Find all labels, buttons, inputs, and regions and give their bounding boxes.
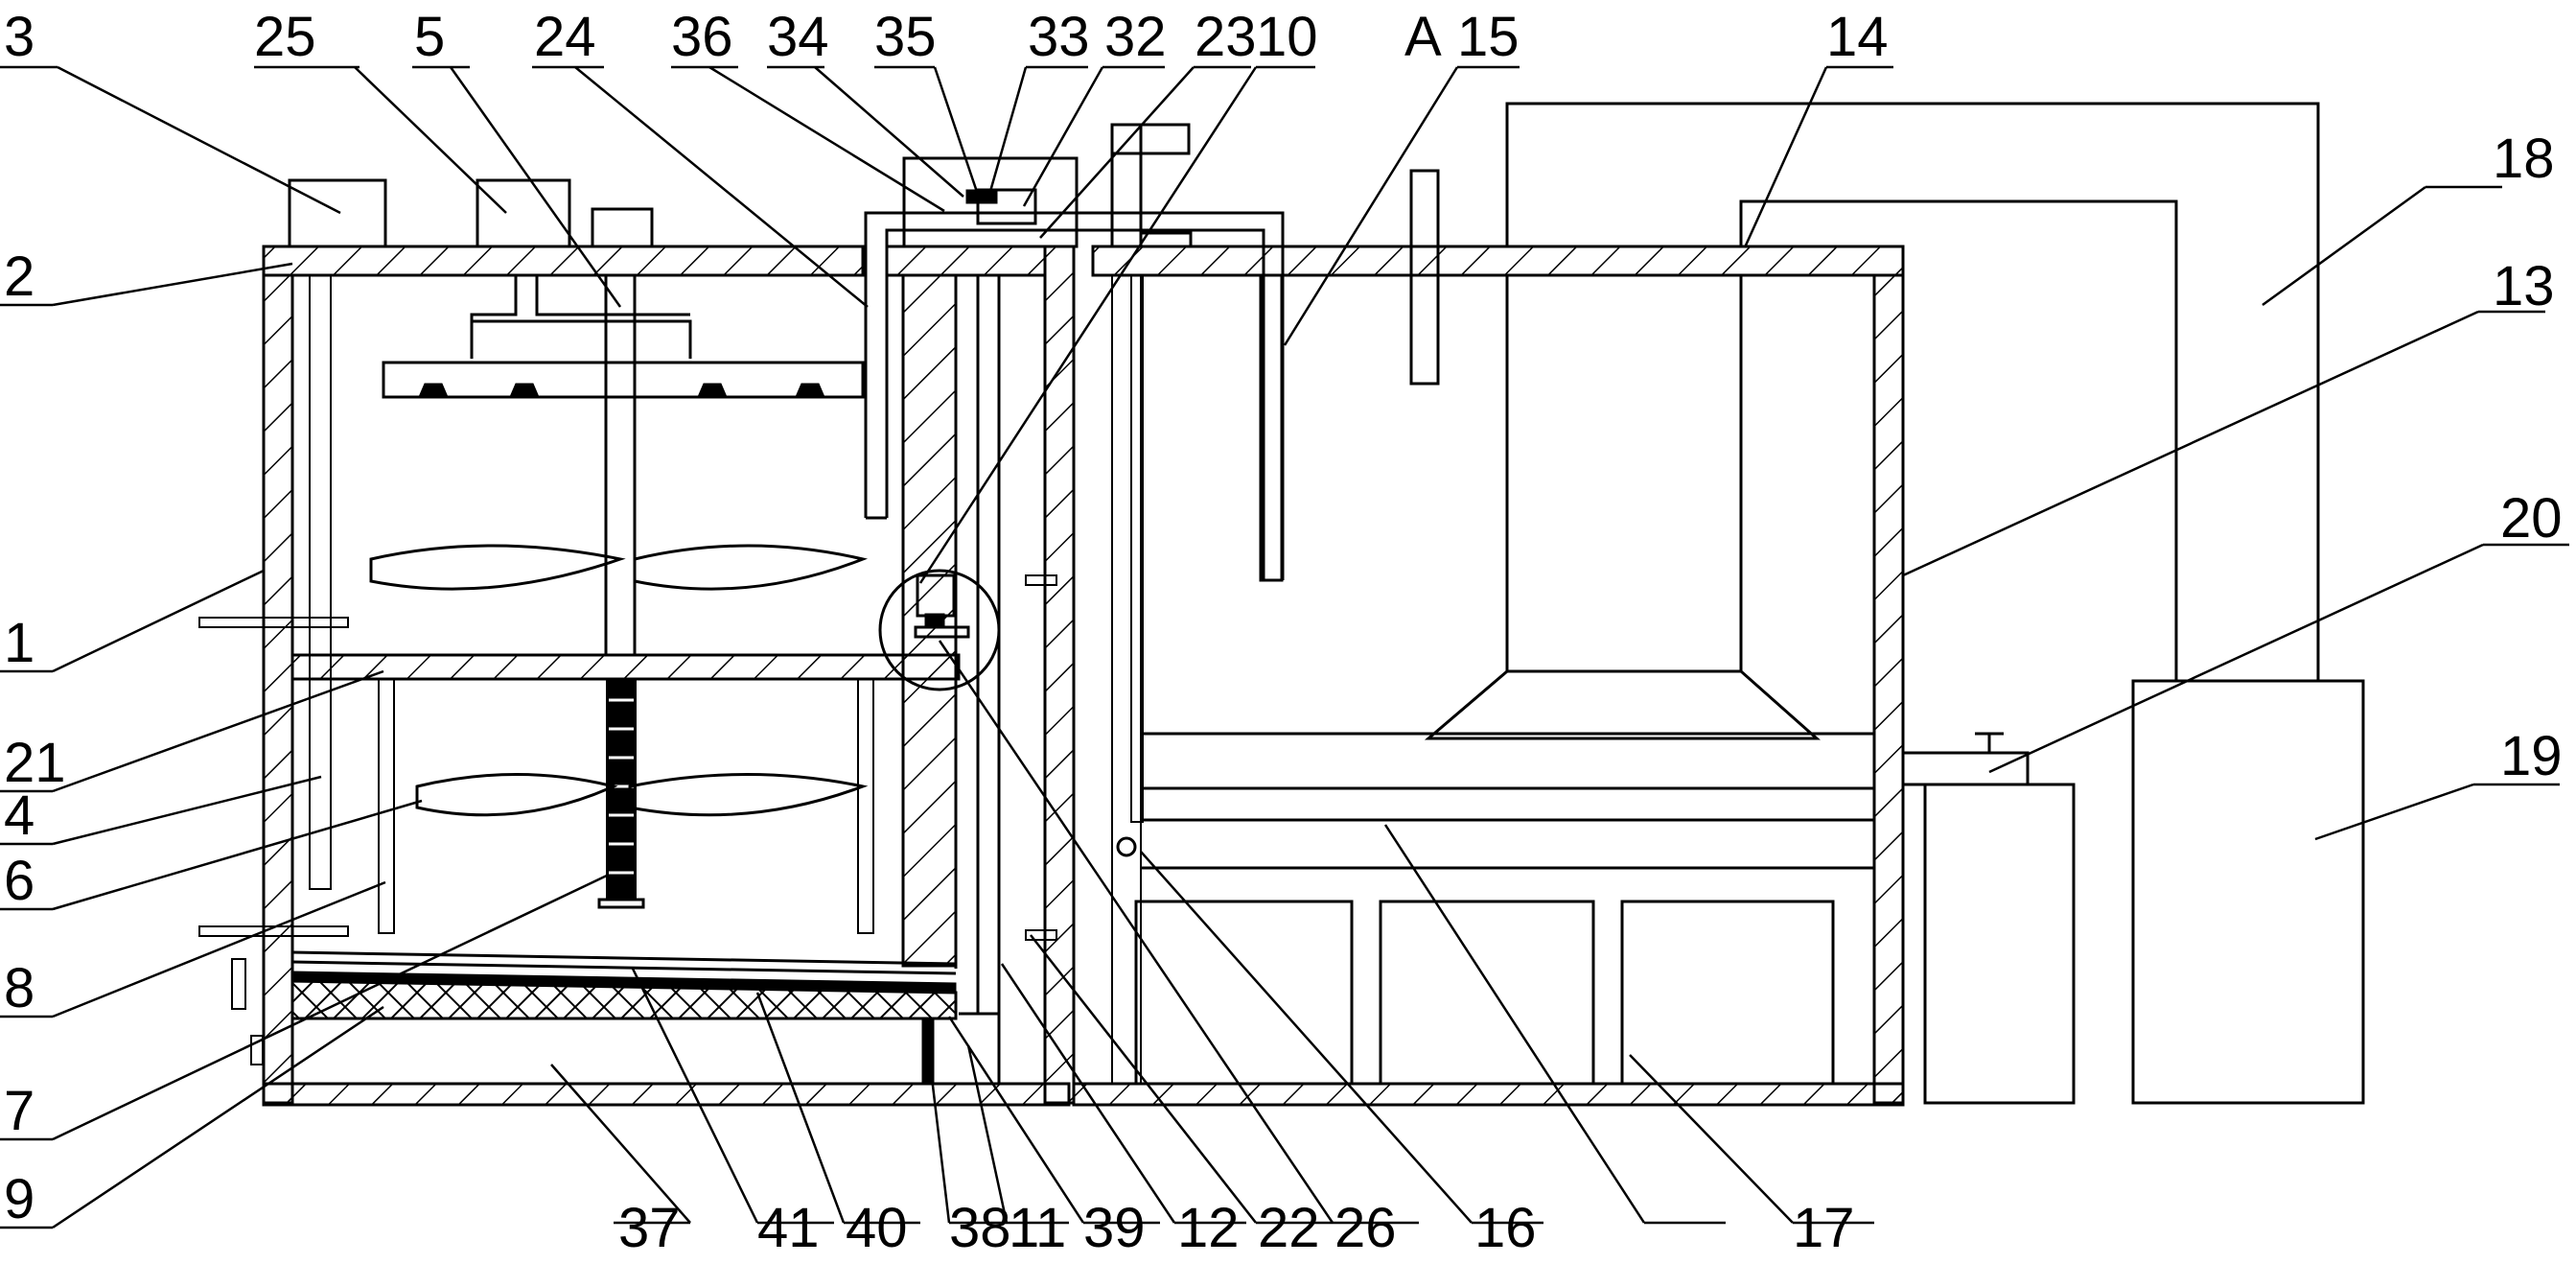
label-23: 23 <box>1195 6 1257 68</box>
lower-blade-right <box>628 773 869 817</box>
label-34: 34 <box>767 6 829 68</box>
motor-box <box>902 156 1079 248</box>
upper-blade-left <box>369 544 626 591</box>
right-tank-wall <box>1872 273 1905 1105</box>
collection-box-3 <box>1620 900 1835 1086</box>
label-21: 21 <box>4 732 66 794</box>
label-35: 35 <box>874 6 937 68</box>
label-14: 14 <box>1826 6 1889 68</box>
channel-wall <box>1043 245 1076 1105</box>
label-41: 41 <box>757 1197 820 1259</box>
label-3: 3 <box>4 6 35 68</box>
left-tank <box>198 178 1076 1107</box>
label-33: 33 <box>1028 6 1090 68</box>
collection-box-2 <box>1379 900 1595 1086</box>
pipe-8 <box>378 678 395 934</box>
label-1: 1 <box>4 612 35 674</box>
box-small <box>591 207 654 248</box>
label-12: 12 <box>1177 1197 1240 1259</box>
label-18: 18 <box>2493 128 2555 190</box>
box-3 <box>288 178 387 248</box>
label-13: 13 <box>2493 255 2555 317</box>
label-8: 8 <box>4 957 35 1019</box>
label-16: 16 <box>1474 1197 1537 1259</box>
left-outer-wall <box>262 273 294 1105</box>
box-25 <box>476 178 571 248</box>
label-9: 9 <box>4 1168 35 1230</box>
label-20: 20 <box>2500 487 2563 550</box>
unit-19 <box>2131 679 2365 1105</box>
channel-assembly <box>864 123 1285 1084</box>
collection-box-1 <box>1134 900 1354 1086</box>
label-5: 5 <box>414 6 445 68</box>
label-7: 7 <box>4 1080 35 1142</box>
drain-stub <box>250 1035 264 1065</box>
reference-labels: 3 25 5 24 36 34 35 33 32 23 10 A 15 14 1… <box>4 6 2563 1259</box>
nozzles <box>418 383 825 398</box>
external-units <box>1505 102 2365 1105</box>
label-6: 6 <box>4 850 35 912</box>
hopper <box>1424 275 1821 740</box>
label-40: 40 <box>846 1197 908 1259</box>
label-25: 25 <box>254 6 316 68</box>
label-19: 19 <box>2500 725 2563 787</box>
label-37: 37 <box>618 1197 681 1259</box>
label-15: 15 <box>1457 6 1520 68</box>
pipe-right-inner <box>857 678 874 934</box>
spray-bar <box>382 361 865 399</box>
pipe-15 <box>1259 273 1284 582</box>
label-11: 11 <box>1009 1197 1066 1259</box>
label-22: 22 <box>1258 1197 1320 1259</box>
upper-blade-right <box>633 544 869 591</box>
screw-shaft <box>606 679 637 900</box>
bottom-wall-left <box>262 1082 1071 1107</box>
handle-left <box>231 958 246 1010</box>
label-A: A <box>1404 6 1442 68</box>
label-10: 10 <box>1256 6 1318 68</box>
lower-blade-left <box>415 773 618 817</box>
right-tank <box>1072 169 1905 1107</box>
leader-lines <box>0 65 2569 1229</box>
label-39: 39 <box>1083 1197 1146 1259</box>
lid-right <box>1091 245 1905 277</box>
detail-circle-A <box>878 569 1001 691</box>
label-36: 36 <box>671 6 733 68</box>
filter-mesh <box>290 979 958 1020</box>
label-32: 32 <box>1104 6 1167 68</box>
partition-plate <box>290 653 961 681</box>
pipe-4 <box>309 274 332 890</box>
label-4: 4 <box>4 784 35 847</box>
lid-left <box>262 245 865 277</box>
shaft-5 <box>604 273 637 657</box>
label-17: 17 <box>1793 1197 1855 1259</box>
label-26: 26 <box>1334 1197 1397 1259</box>
label-24: 24 <box>534 6 596 68</box>
label-38: 38 <box>949 1197 1011 1259</box>
label-2: 2 <box>4 246 35 308</box>
stub-upper <box>198 617 349 628</box>
